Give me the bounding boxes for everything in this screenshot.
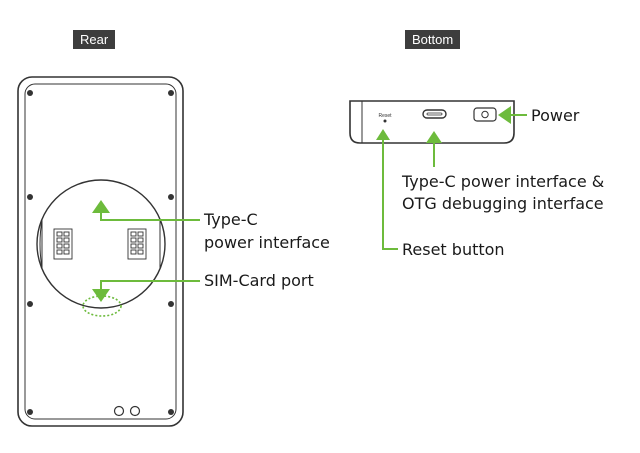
bottom-view-tag: Bottom (405, 30, 461, 49)
otg-label-line2: OTG debugging interface (402, 194, 604, 213)
bottom-callouts (376, 106, 527, 250)
rear-screws (27, 90, 174, 415)
bottom-hole-left (113, 405, 125, 417)
screw-icon (168, 194, 174, 200)
rear-view-tag: Rear (73, 30, 116, 49)
power-button-outline (473, 107, 497, 122)
type-c-leader-line (100, 212, 200, 221)
power-label: Power (531, 106, 580, 125)
otg-label-line1: Type-C power interface & (402, 172, 605, 191)
reset-button-label: Reset button (402, 240, 505, 259)
reset-arrow-icon (376, 129, 390, 140)
rear-body-inner (24, 83, 177, 420)
bottom-body-outline (349, 100, 515, 144)
screw-icon (27, 194, 33, 200)
reset-print: Reset (378, 113, 392, 119)
type-c-label-line2: power interface (204, 233, 330, 252)
screw-icon (168, 409, 174, 415)
power-arrow-icon (498, 106, 511, 124)
type-c-arrow-icon (92, 200, 110, 213)
otg-arrow-icon (426, 131, 442, 143)
type-c-label-line1: Type-C (204, 210, 258, 229)
bottom-device (349, 100, 515, 144)
reset-hole (383, 119, 387, 123)
type-c-port-outline (422, 109, 447, 119)
type-c-port-inner (426, 112, 443, 116)
rear-body-outline (17, 76, 184, 427)
sim-port-highlight (82, 295, 122, 317)
rear-callouts (82, 200, 200, 317)
screw-icon (27, 90, 33, 96)
reset-leader-line (382, 139, 398, 250)
screw-icon (168, 90, 174, 96)
power-button-icon (481, 110, 489, 119)
screw-icon (27, 301, 33, 307)
contact-pad-left (53, 228, 73, 260)
sim-card-label: SIM-Card port (204, 271, 314, 290)
contact-pad-right (127, 228, 147, 260)
screw-icon (27, 409, 33, 415)
rear-device (17, 76, 184, 427)
sim-leader-line (100, 280, 200, 290)
bottom-hole-right (129, 405, 141, 417)
mount-plate (36, 179, 166, 309)
screw-icon (168, 301, 174, 307)
